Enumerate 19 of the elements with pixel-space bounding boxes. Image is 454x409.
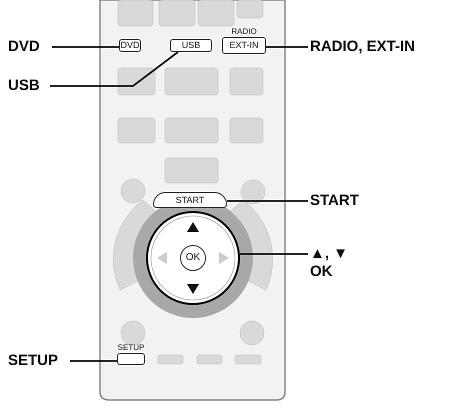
button-label: RADIO <box>230 28 258 36</box>
remote-button: DVD <box>119 39 141 52</box>
button-label: SETUP <box>117 344 145 352</box>
callout-label: USB <box>8 77 48 95</box>
leader-line <box>240 253 308 255</box>
callout-label: OK <box>310 263 334 281</box>
leader-line <box>52 46 119 48</box>
leader-line <box>50 51 179 87</box>
callout-label: RADIO, EXT-IN <box>310 38 450 56</box>
leader-line <box>227 200 308 202</box>
callout-label: SETUP <box>8 352 68 370</box>
leader-line <box>70 360 117 362</box>
leader-line <box>266 46 308 48</box>
remote-button: EXT-IN <box>222 37 266 54</box>
remote-button: USB <box>170 39 212 52</box>
callout-label: START <box>310 192 370 210</box>
start-button: START <box>153 192 227 208</box>
callout-label: ▲, ▼ <box>310 245 350 263</box>
callout-label: DVD <box>8 38 50 56</box>
